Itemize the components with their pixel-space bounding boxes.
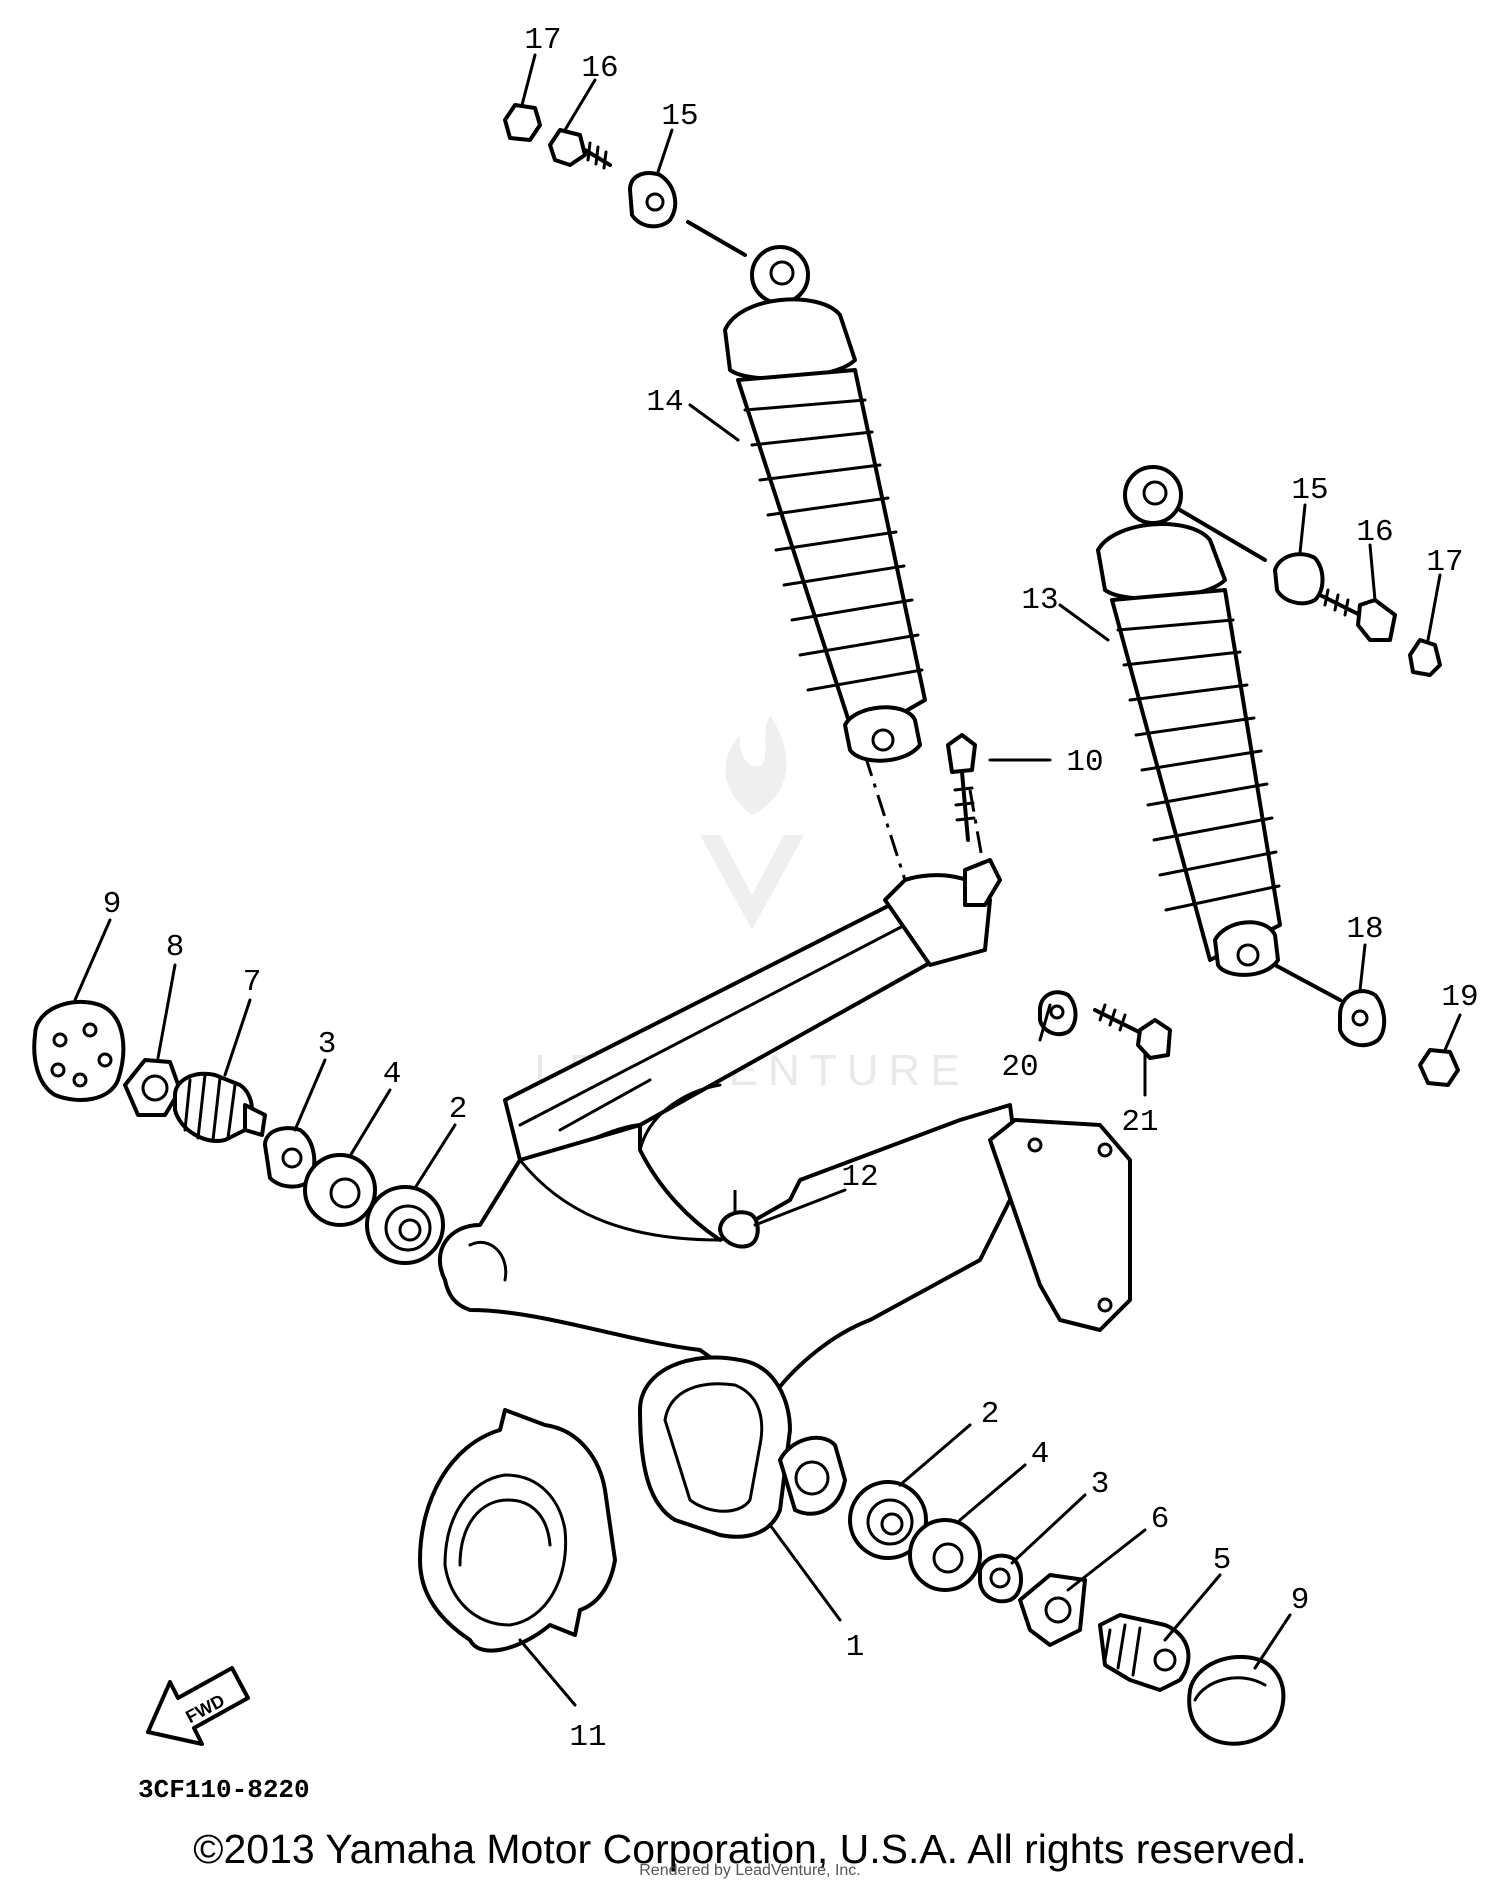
callout-4: 4 [1031, 1437, 1050, 1472]
part-2-bearing-left [365, 1185, 445, 1265]
copyright-notice: ©2013 Yamaha Motor Corporation, U.S.A. A… [193, 1826, 1307, 1872]
part-12-plug [718, 1210, 760, 1249]
part-17-nut-top-left [503, 103, 542, 142]
fwd-arrow: FWD [146, 1666, 250, 1746]
callout-6: 6 [1151, 1502, 1170, 1537]
part-17-nut-right [1408, 638, 1442, 677]
callout-20: 20 [1001, 1050, 1038, 1085]
shock-absorber-14 [686, 220, 927, 763]
callout-5: 5 [1213, 1543, 1232, 1578]
part-18-washer [1338, 989, 1387, 1048]
callout-15: 15 [1291, 473, 1328, 508]
callout-4: 4 [383, 1057, 402, 1092]
part-20-collar [1038, 990, 1078, 1037]
part-15-collar-right [1273, 552, 1325, 606]
part-8-nut [123, 1058, 182, 1117]
callout-2: 2 [449, 1092, 468, 1127]
part-2-bearing-right [848, 1480, 928, 1560]
callout-9: 9 [103, 887, 122, 922]
part-15-collar-top-left [628, 171, 678, 229]
bolt-10 [946, 733, 1002, 907]
callout-12: 12 [841, 1160, 878, 1195]
part-11 [418, 1408, 617, 1653]
part-4-seal-left [303, 1153, 377, 1227]
callout-3: 3 [318, 1027, 337, 1062]
part-9-left [32, 999, 126, 1102]
leader-lines [73, 53, 1462, 1707]
part-6-plate [1018, 1573, 1087, 1647]
callout-19: 19 [1441, 980, 1478, 1015]
part-4-seal-right [908, 1518, 982, 1592]
part-21-bolt [1093, 1003, 1172, 1060]
callout-16: 16 [581, 51, 618, 86]
part-code: 3CF110-8220 [138, 1775, 310, 1805]
callout-11: 11 [569, 1720, 606, 1755]
part-19-nut [1418, 1048, 1460, 1087]
callout-10: 10 [1066, 745, 1103, 780]
part-3-collar-left [263, 1126, 317, 1189]
callout-15: 15 [661, 99, 698, 134]
part-3-collar-right [978, 1553, 1023, 1604]
part-7-adjuster [173, 1071, 267, 1143]
part-5-pivot-bolt [1098, 1613, 1191, 1692]
callout-18: 18 [1346, 912, 1383, 947]
callout-7: 7 [243, 965, 262, 1000]
rendered-by-notice: Rendered by LeadVenture, Inc. [639, 1862, 861, 1879]
callout-9: 9 [1291, 1583, 1310, 1618]
callout-17: 17 [524, 23, 561, 58]
part-9-cap-right [1187, 1654, 1286, 1746]
part-16-bolt-top-left [548, 128, 612, 170]
callout-1: 1 [846, 1630, 865, 1665]
callout-21: 21 [1121, 1105, 1158, 1140]
callout-labels: 17 16 15 14 15 16 17 13 10 9 8 7 3 4 2 1… [103, 23, 1479, 1755]
callout-3: 3 [1091, 1467, 1110, 1502]
callout-2: 2 [981, 1397, 1000, 1432]
callout-17: 17 [1426, 545, 1463, 580]
part-16-bolt-right [1318, 588, 1397, 642]
callout-16: 16 [1356, 515, 1393, 550]
callout-8: 8 [166, 930, 185, 965]
callout-13: 13 [1021, 583, 1058, 618]
shock-absorber-13 [1096, 465, 1342, 1002]
callout-14: 14 [646, 385, 683, 420]
